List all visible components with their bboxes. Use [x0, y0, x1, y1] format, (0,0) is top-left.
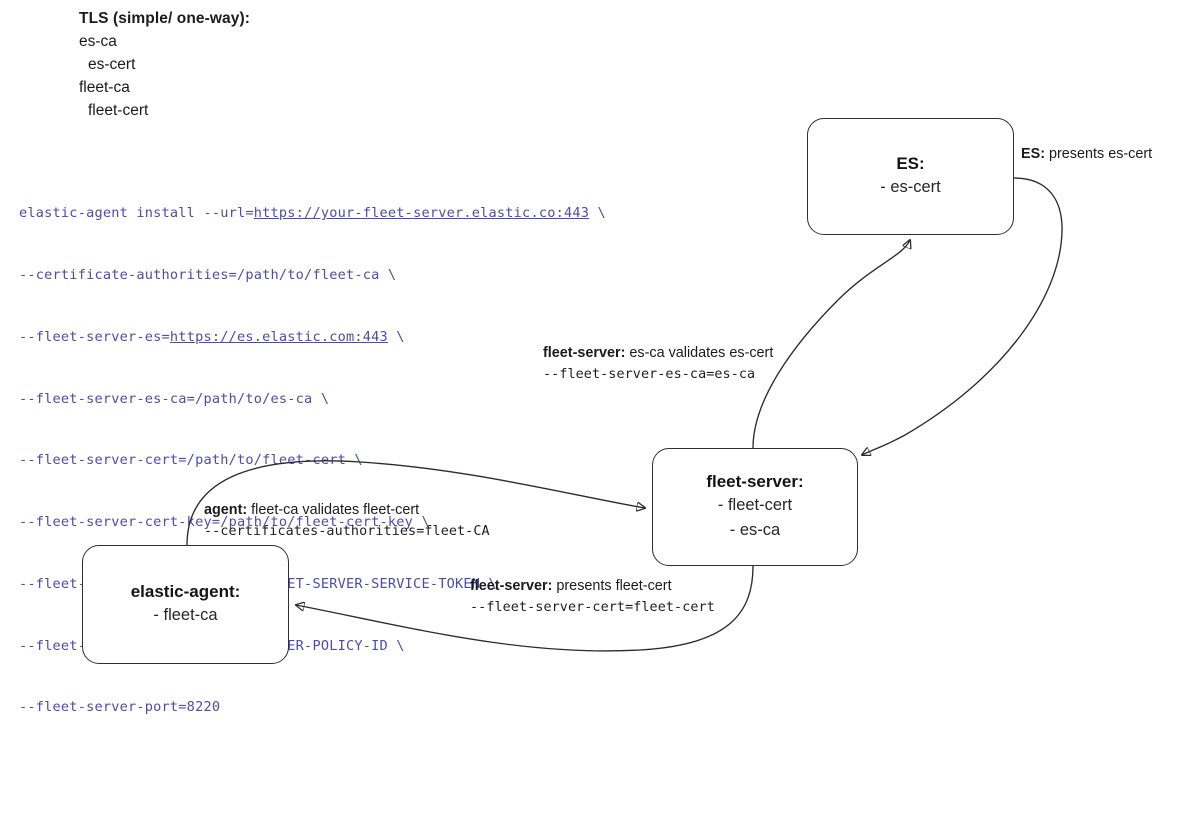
edge-label-fleet-validates-flag: --fleet-server-es-ca=es-ca [543, 367, 756, 382]
edge-label-fleet-presents-flag: --fleet-server-cert=fleet-cert [470, 600, 715, 615]
edge-label-fleet-validates-bold: fleet-server: [543, 345, 626, 361]
code-line-1-pre: elastic-agent install --url= [19, 205, 254, 222]
node-elastic-agent[interactable]: elastic-agent: - fleet-ca [82, 545, 289, 664]
legend-item-es-cert: es-cert [88, 56, 136, 73]
code-line-4: --fleet-server-es-ca=/path/to/es-ca \ [19, 390, 330, 407]
code-line-3-pre: --fleet-server-es= [19, 328, 170, 345]
edge-label-fleet-presents-bold: fleet-server: [470, 578, 553, 594]
node-fleet-server-title: fleet-server: [706, 472, 804, 491]
code-line-5: --fleet-server-cert=/path/to/fleet-cert … [19, 452, 363, 469]
code-line-3: --fleet-server-es=https://es.elastic.com… [19, 327, 606, 348]
edge-label-fleet-presents-cert: fleet-server: presents fleet-cert --flee… [470, 576, 715, 618]
edge-label-fleet-presents-rest: presents fleet-cert [552, 578, 672, 594]
edge-label-fleet-presents-line-1: fleet-server: presents fleet-cert [470, 576, 715, 597]
code-line-2: --certificate-authorities=/path/to/fleet… [19, 266, 397, 283]
edge-label-es-presents-rest: presents es-cert [1045, 146, 1153, 162]
tls-legend: TLS (simple/ one-way): es-ca es-cert fle… [79, 7, 399, 122]
legend-item-es-ca: es-ca [79, 33, 117, 50]
edge-label-agent-validates-bold: agent: [204, 502, 248, 518]
legend-title: TLS (simple/ one-way): [79, 10, 250, 27]
legend-item-fleet-ca: fleet-ca [79, 79, 130, 96]
code-line-3-post: \ [387, 328, 405, 345]
edge-label-agent-validates-line-1: agent: fleet-ca validates fleet-cert [204, 500, 490, 521]
node-fleet-server-line-1: - fleet-cert [717, 496, 793, 514]
node-elasticsearch-line-1: - es-cert [880, 178, 941, 196]
node-elastic-agent-title: elastic-agent: [130, 582, 241, 601]
node-fleet-server[interactable]: fleet-server: - fleet-cert - es-ca [652, 448, 858, 566]
elasticsearch-url-link[interactable]: https://es.elastic.com:443 [169, 328, 388, 345]
code-line-1: elastic-agent install --url=https://your… [19, 203, 606, 224]
edge-label-fleet-validates-rest: es-ca validates es-cert [625, 345, 774, 361]
edge-label-es-presents-bold: ES: [1021, 146, 1045, 162]
edge-label-fleet-validates-line-1: fleet-server: es-ca validates es-cert [543, 343, 773, 364]
code-line-9: --fleet-server-port=8220 [19, 699, 221, 716]
legend-item-fleet-cert: fleet-cert [88, 102, 149, 119]
node-elastic-agent-line-1: - fleet-ca [153, 606, 218, 624]
edge-fleetserver-to-es [752, 240, 910, 449]
edge-label-agent-validates-rest: fleet-ca validates fleet-cert [247, 502, 420, 518]
node-fleet-server-line-2: - es-ca [729, 521, 781, 539]
node-elasticsearch[interactable]: ES: - es-cert [807, 118, 1014, 235]
fleet-server-url-link[interactable]: https://your-fleet-server.elastic.co:443 [253, 205, 590, 222]
edge-label-agent-validates-fleet: agent: fleet-ca validates fleet-cert --c… [204, 500, 490, 542]
node-elasticsearch-title: ES: [896, 154, 925, 173]
edge-label-es-presents-line-1: ES: presents es-cert [1021, 144, 1152, 165]
edge-label-fleet-validates-es: fleet-server: es-ca validates es-cert --… [543, 343, 773, 385]
code-line-1-post: \ [589, 205, 606, 222]
edge-label-agent-validates-flag: --certificates-authorities=fleet-CA [204, 524, 490, 539]
edge-label-es-presents: ES: presents es-cert [1021, 144, 1152, 165]
